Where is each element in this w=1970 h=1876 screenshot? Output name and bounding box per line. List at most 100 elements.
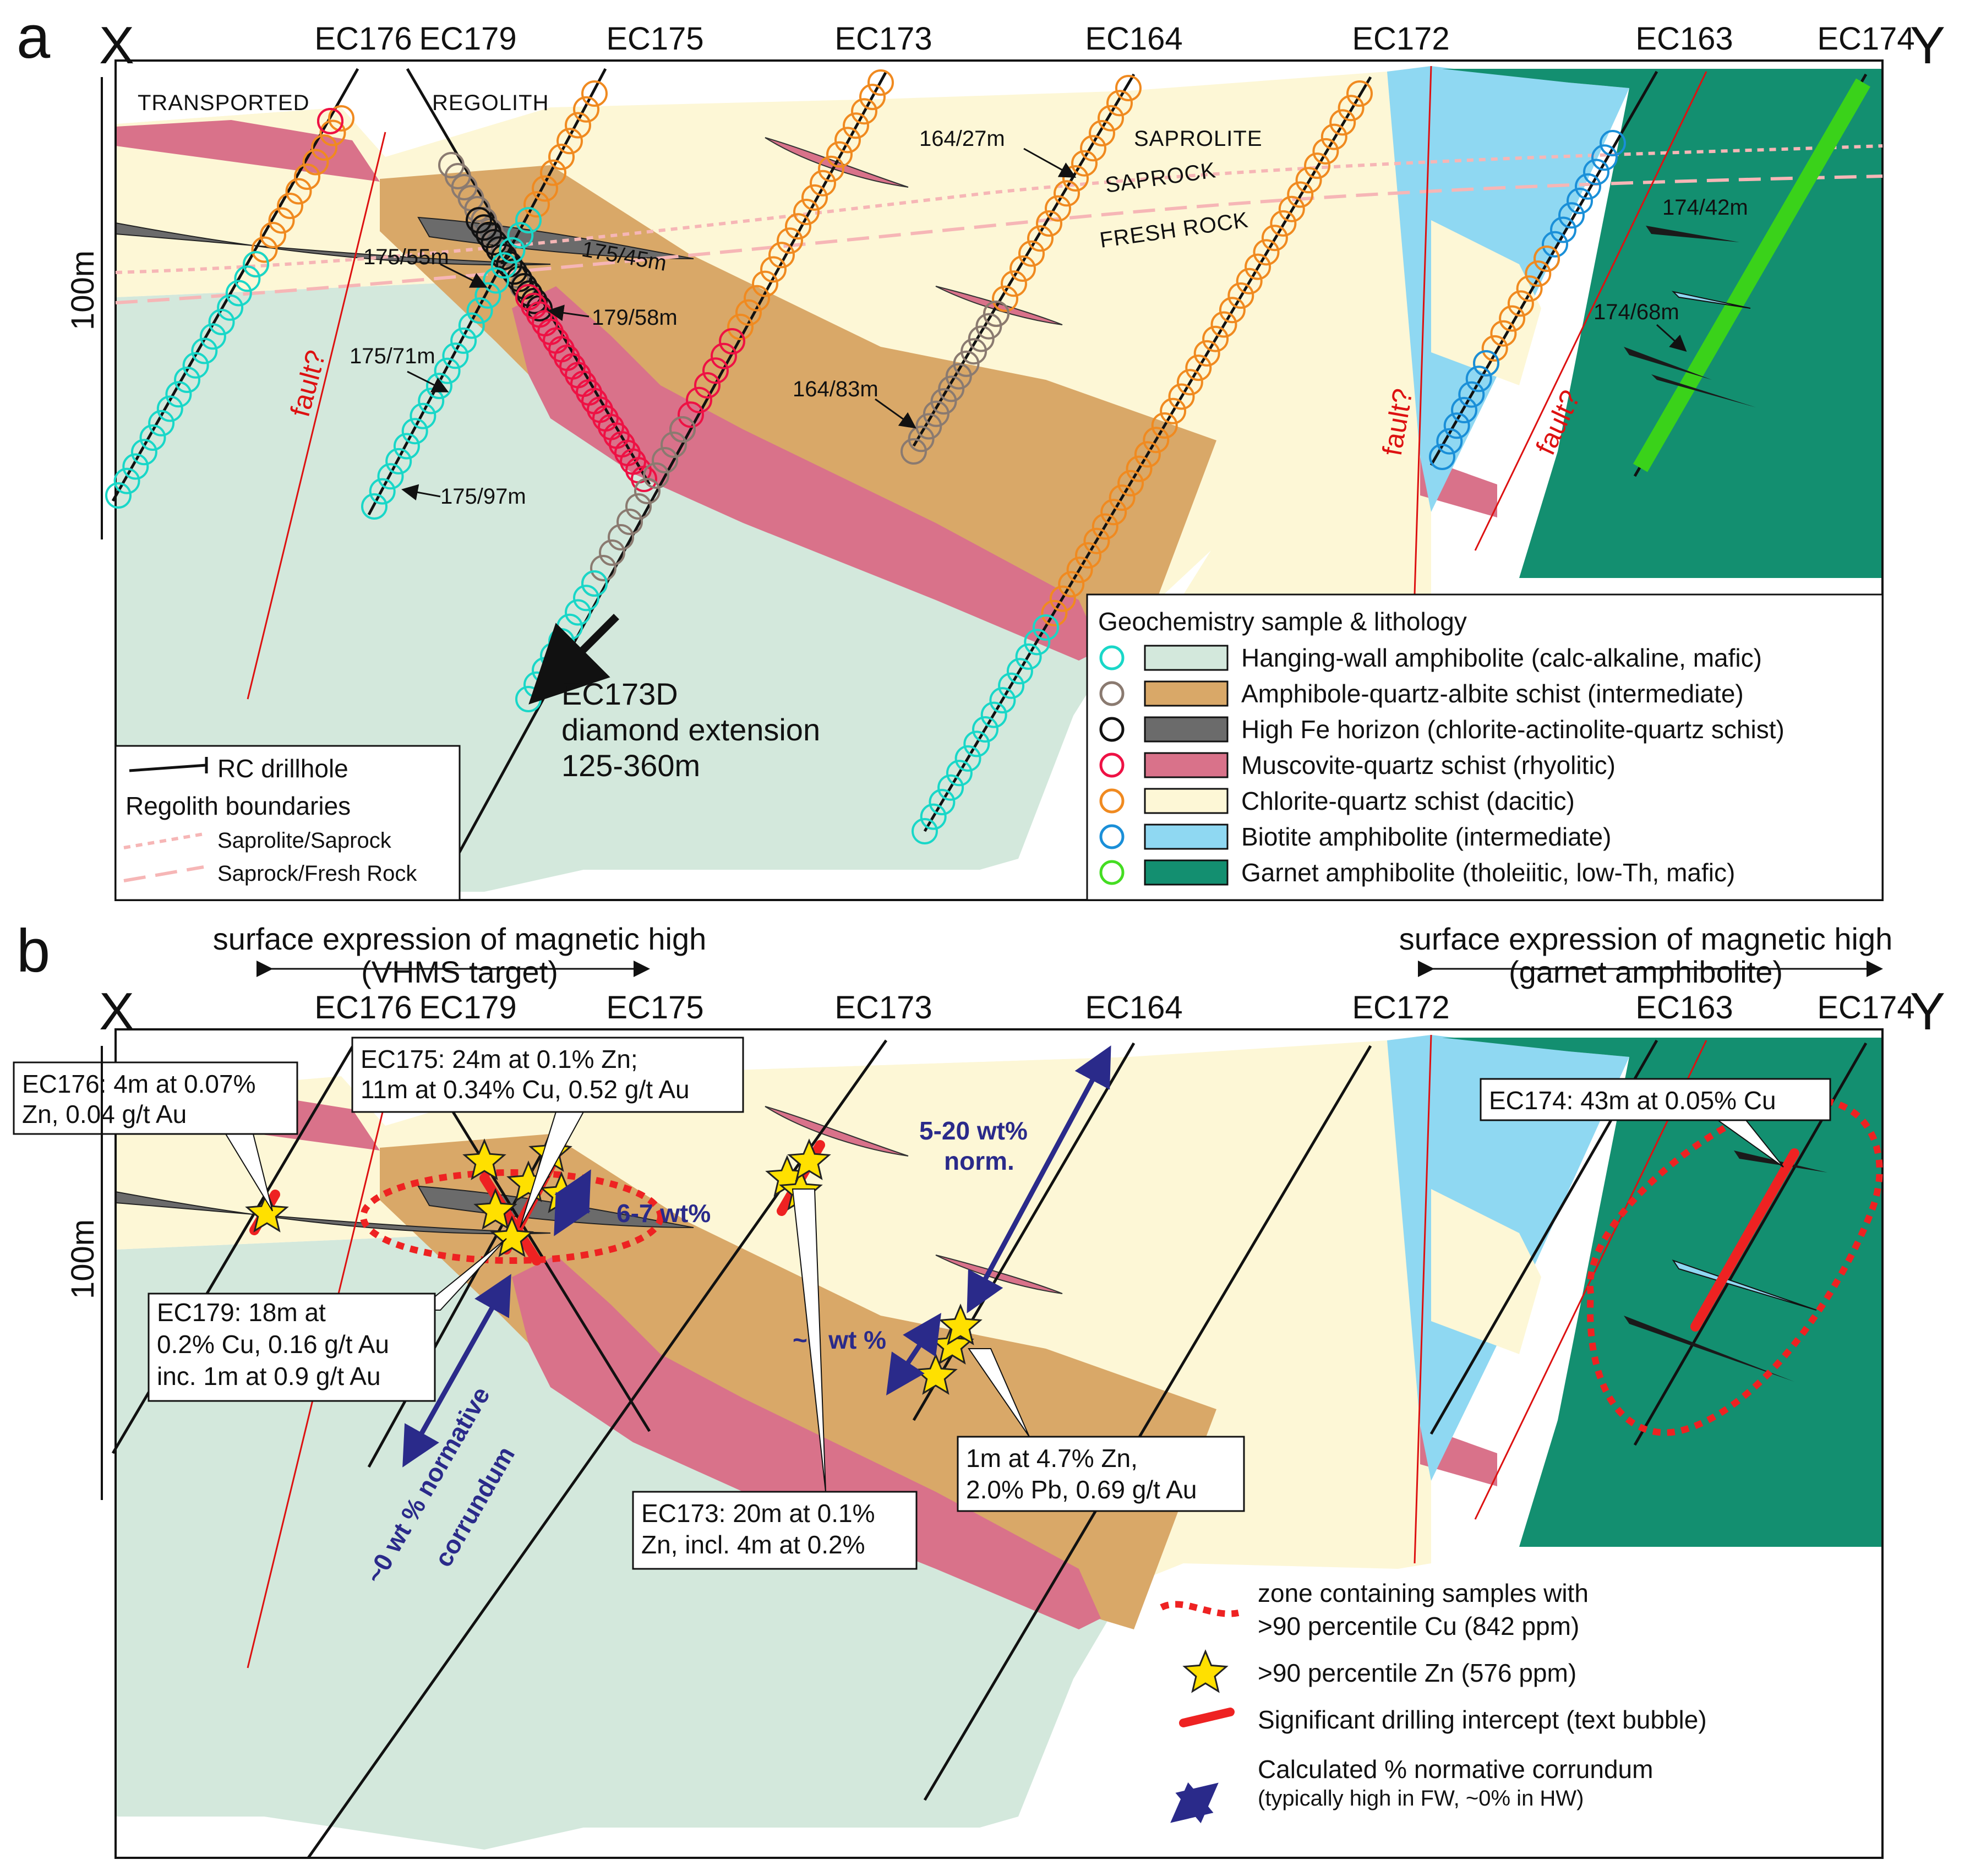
sample-circle: [1436, 428, 1463, 455]
zn-star: [473, 1188, 517, 1230]
unit-muscovite-lens-2: [935, 286, 1063, 325]
depth-175-97: 175/97m: [440, 484, 526, 509]
transported-regolith: [116, 61, 550, 157]
cu-zone-ec179: [360, 1169, 664, 1264]
sample-circle: [851, 98, 877, 125]
bubble-ec175-line1: EC175: 24m at 0.1% Zn;: [361, 1045, 638, 1073]
label-saprolite: SAPROLITE: [1134, 127, 1263, 151]
drillhole-label-ec174: EC174: [1817, 21, 1914, 57]
sample-circle: [1253, 239, 1280, 266]
sample-circle: [425, 373, 452, 400]
cor-label-5-20a: 5-20 wt%: [919, 1116, 1028, 1145]
drillhole-ec176-a: [111, 68, 359, 502]
sample-circle: [1558, 202, 1585, 229]
sample-circle: [1080, 135, 1106, 162]
sample-circle: [938, 375, 965, 402]
sample-circle: [1100, 499, 1127, 526]
panel-b-end-right: Y: [1910, 982, 1945, 1041]
unit-amph-schist: [380, 165, 1216, 661]
sample-circle: [912, 818, 938, 844]
legend-b: zone containing samples with >90 percent…: [1160, 1579, 1707, 1810]
sample-circle: [908, 426, 935, 452]
bubble-ec173: EC173: 20m at 0.1% Zn, incl. 4m at 0.2%: [632, 1188, 918, 1570]
sample-circle: [843, 112, 869, 139]
sample-circle: [499, 237, 526, 264]
sample-circle: [1245, 253, 1272, 280]
cor-arrow-ec175-fw: [402, 1274, 511, 1468]
sample-circle: [1227, 282, 1254, 309]
legend-zone-line1: zone containing samples with: [1258, 1579, 1589, 1607]
sample-circle: [234, 265, 261, 292]
sample-circle: [1507, 290, 1534, 317]
sample-circle: [317, 108, 343, 134]
legend-rc-drillhole: RC drillhole: [217, 754, 348, 783]
sample-circle: [191, 337, 218, 364]
sample-circle: [1346, 80, 1373, 107]
ec173d-desc: diamond extension: [561, 712, 820, 747]
unit-chlorite-wedge: [1431, 220, 1541, 385]
sample-circle: [946, 760, 973, 787]
sample-circle: [1193, 340, 1220, 367]
legend-sample-ring: [1099, 824, 1125, 849]
sample-circle: [686, 386, 712, 413]
corundum-arrows-b: [402, 1045, 1219, 1824]
sample-circle: [1075, 542, 1101, 569]
legend-lithology-swatch: [1144, 788, 1229, 814]
sample-circle: [294, 163, 320, 190]
sample-circle: [945, 363, 972, 390]
sample-circle: [678, 401, 704, 428]
sample-circle: [540, 159, 566, 186]
sample-circle: [532, 175, 558, 202]
sample-circle: [199, 323, 226, 350]
sample-circle: [1027, 225, 1054, 252]
sample-circle: [361, 493, 388, 520]
sample-circle: [485, 236, 512, 263]
sample-circle: [1015, 643, 1042, 670]
drillhole-label-ec164: EC164: [1085, 990, 1182, 1026]
sample-circle: [1117, 470, 1144, 497]
sample-circle: [634, 478, 661, 504]
sample-circle: [1089, 120, 1115, 146]
sample-circle: [1083, 527, 1110, 554]
sample-circle: [980, 701, 1007, 728]
sample-circle: [156, 395, 183, 422]
sample-circle: [243, 251, 269, 277]
sample-circle: [1304, 152, 1330, 179]
unit-garnet: [1442, 69, 1882, 578]
sample-circle: [1261, 225, 1288, 252]
cor-label-0a: ~0 wt %: [793, 1326, 886, 1354]
sample-circle: [998, 672, 1025, 699]
bubble-ec179-line1: EC179: 18m at: [157, 1298, 326, 1327]
sample-circle: [285, 178, 312, 205]
sample-circle: [1018, 240, 1045, 267]
legend-lithology-label: Chlorite-quartz schist (dacitic): [1241, 787, 1575, 815]
mag-right-line1: surface expression of magnetic high: [1399, 921, 1893, 956]
sample-circle: [450, 327, 477, 354]
bubble-ec175: EC175: 24m at 0.1% Zn; 11m at 0.34% Cu, …: [351, 1037, 744, 1228]
sample-circle: [302, 149, 329, 176]
sample-circle: [1168, 383, 1195, 410]
zn-star: [490, 1215, 534, 1257]
drillhole-ec172-b: [923, 1045, 1372, 1801]
drillhole-label-ec163: EC163: [1635, 990, 1733, 1026]
surface-white-top: [116, 61, 1882, 157]
depth-164-27: 164/27m: [919, 127, 1005, 151]
sample-circle: [1567, 188, 1593, 214]
sample-circle: [1236, 268, 1263, 295]
drillhole-label-ec179: EC179: [419, 990, 516, 1026]
sample-circle: [481, 229, 507, 255]
bubble-ec179: EC179: 18m at 0.2% Cu, 0.16 g/t Au inc. …: [148, 1238, 507, 1402]
sample-circle: [1045, 195, 1071, 222]
cor-arrow-ec164-fw: [886, 1313, 941, 1395]
sample-circle: [901, 438, 927, 465]
sample-circle: [744, 285, 770, 312]
ec173d-arrow: [528, 614, 619, 705]
sample-circle: [954, 745, 981, 772]
legend-zone-line2: >90 percentile Cu (842 ppm): [1258, 1612, 1579, 1640]
drillhole-label-ec164: EC164: [1085, 21, 1182, 57]
sample-circle: [1033, 614, 1059, 641]
panel-b-frame: [114, 1028, 1884, 1859]
sample-circle: [1490, 320, 1517, 347]
sample-circle: [859, 84, 886, 111]
